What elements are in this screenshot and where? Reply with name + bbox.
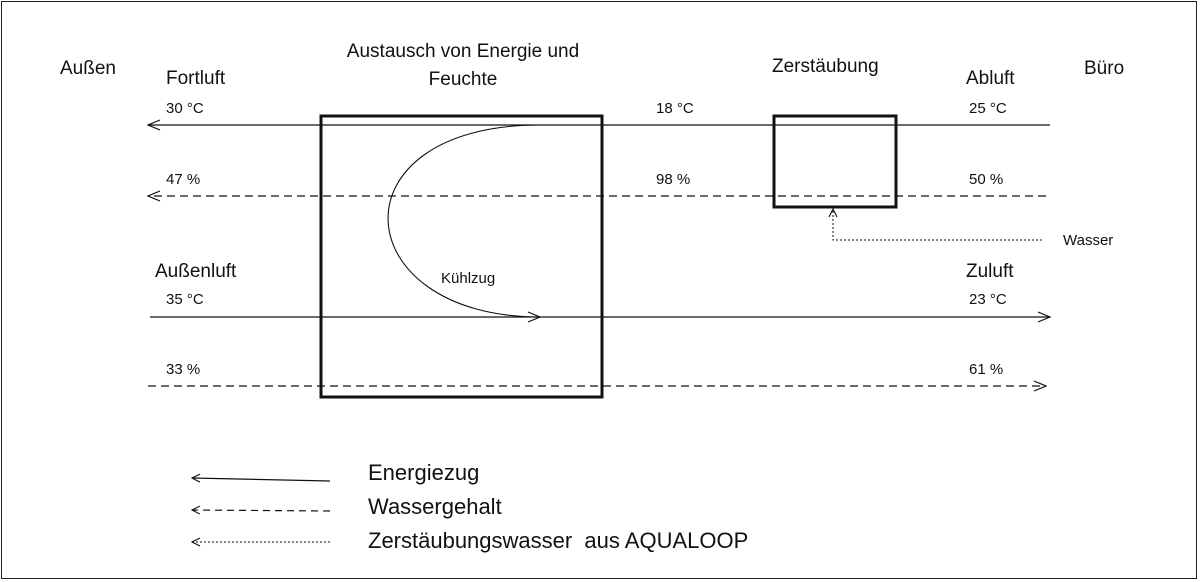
wasser-label: Wasser <box>1063 232 1114 249</box>
exchange-title-line2: Feuchte <box>428 69 498 90</box>
fortluft-label: Fortluft <box>166 68 226 89</box>
zuluft-label: Zuluft <box>966 261 1014 282</box>
abluft-temp: 25 °C <box>969 100 1007 117</box>
buero-label: Büro <box>1084 58 1125 79</box>
exchange-title-line1: Austausch von Energie und <box>346 41 580 62</box>
middle-humidity: 98 % <box>656 171 691 188</box>
legend-line-solid <box>192 478 331 481</box>
fortluft-humidity: 47 % <box>166 171 201 188</box>
fortluft-temp: 30 °C <box>166 100 204 117</box>
legend-label-zerstaeubungswasser: Zerstäubungswasser aus AQUALOOP <box>368 528 749 553</box>
zuluft-temp: 23 °C <box>969 291 1007 308</box>
abluft-humidity: 50 % <box>969 171 1004 188</box>
middle-temp: 18 °C <box>656 100 694 117</box>
aussenluft-temp: 35 °C <box>166 291 204 308</box>
atomizer-box <box>772 114 898 209</box>
kuehlzug-curve <box>387 124 540 317</box>
kuehlzug-label: Kühlzug <box>441 270 496 287</box>
legend-label-energiezug: Energiezug <box>368 460 480 485</box>
legend-line-dashed <box>192 510 331 511</box>
zuluft-humidity: 61 % <box>969 361 1004 378</box>
wasser-supply-line <box>833 209 1042 241</box>
legend-label-wassergehalt: Wassergehalt <box>368 494 502 519</box>
zerstaeubung-label: Zerstäubung <box>772 56 879 77</box>
aussenluft-humidity: 33 % <box>166 361 201 378</box>
abluft-label: Abluft <box>966 68 1015 89</box>
aussen-label: Außen <box>60 58 116 79</box>
exchanger-box <box>319 114 604 399</box>
aussenluft-label: Außenluft <box>155 261 237 282</box>
